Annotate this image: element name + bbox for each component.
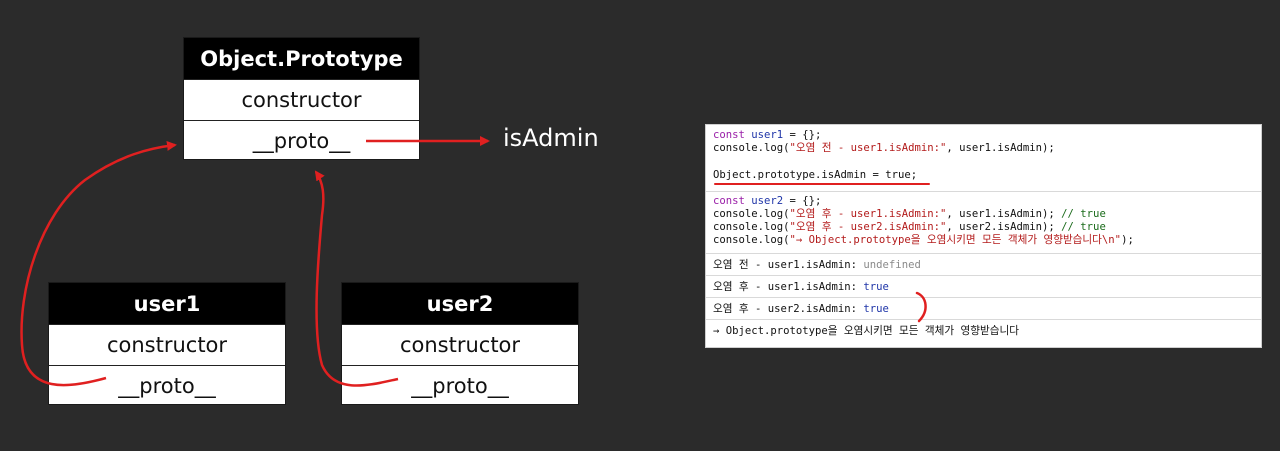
user1-title: user1 <box>49 283 285 324</box>
output-row: 오염 후 - user2.isAdmin: true <box>706 297 1261 319</box>
output-row: → Object.prototype을 오염시키면 모든 객체가 영향받습니다 <box>706 319 1261 341</box>
user1-box: user1 constructor __proto__ <box>48 282 286 405</box>
object-prototype-constructor: constructor <box>184 79 419 120</box>
user2-proto-arrow <box>314 170 399 387</box>
isadmin-label: isAdmin <box>503 124 599 152</box>
code-line: const user2 = {}; <box>713 195 822 207</box>
true-bracket-mark <box>915 291 927 323</box>
output-row: 오염 전 - user1.isAdmin: undefined <box>706 253 1261 275</box>
code-line: console.log("오염 전 - user1.isAdmin:", use… <box>713 142 1055 154</box>
code-line: console.log("→ Object.prototype을 오염시키면 모… <box>713 234 1134 246</box>
code-line: console.log("오염 후 - user1.isAdmin:", use… <box>713 208 1106 220</box>
pollution-underline <box>714 183 930 185</box>
user1-proto: __proto__ <box>49 365 285 406</box>
user2-constructor: constructor <box>342 324 578 365</box>
user1-constructor: constructor <box>49 324 285 365</box>
user1-proto-arrow <box>20 140 177 387</box>
pollution-code-line: Object.prototype.isAdmin = true; <box>713 169 918 181</box>
output-row: 오염 후 - user1.isAdmin: true <box>706 275 1261 297</box>
code-line: const user1 = {}; <box>713 129 822 141</box>
console-panel: const user1 = {}; console.log("오염 전 - us… <box>705 124 1262 348</box>
user2-title: user2 <box>342 283 578 324</box>
object-prototype-proto: __proto__ <box>184 120 419 161</box>
object-prototype-title: Object.Prototype <box>184 38 419 79</box>
object-prototype-box: Object.Prototype constructor __proto__ <box>183 37 420 160</box>
code-line: console.log("오염 후 - user2.isAdmin:", use… <box>713 221 1106 233</box>
user2-box: user2 constructor __proto__ <box>341 282 579 405</box>
user2-proto: __proto__ <box>342 365 578 406</box>
